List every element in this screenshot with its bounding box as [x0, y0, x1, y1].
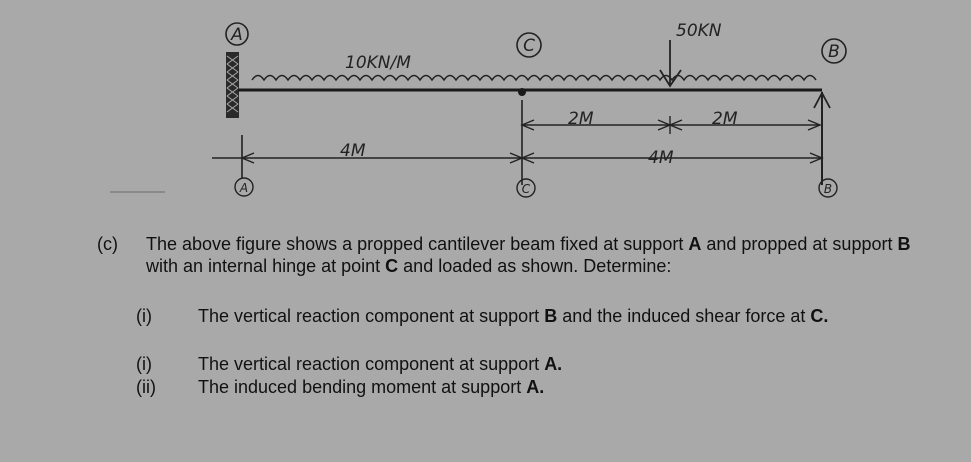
- dim-arrows-lower: [240, 152, 824, 164]
- text-run: The vertical reaction component at suppo…: [198, 306, 545, 326]
- label-c-lower-circle: [516, 178, 536, 198]
- item-label: (i): [136, 354, 152, 374]
- item-text: The induced bending moment at support A.: [198, 376, 918, 398]
- udl-label: 10KN/M: [345, 53, 411, 73]
- question-part-label: (c): [97, 234, 118, 254]
- label-a-lower: A: [239, 181, 248, 195]
- bold-term: B: [544, 306, 558, 326]
- text-run: and propped at support: [701, 234, 898, 254]
- label-b-lower-circle: [818, 178, 838, 198]
- span-cp-label: 2M: [568, 109, 594, 129]
- bold-term: A: [688, 234, 702, 254]
- point-load-arrowhead: [659, 69, 682, 88]
- udl-load: [251, 74, 817, 82]
- item-text: The vertical reaction component at suppo…: [198, 353, 918, 375]
- span-cb-label: 4M: [648, 148, 674, 168]
- label-c-circle: [516, 32, 542, 58]
- beam-figure: A 10KN/M C 50KN B 2M 2M 4M 4M A C B: [110, 21, 847, 198]
- item-label: (i): [136, 306, 152, 326]
- hinge-c: [518, 88, 526, 96]
- bold-term: C: [385, 256, 399, 276]
- text-run: with an internal hinge at point: [146, 256, 386, 276]
- label-a: A: [230, 25, 243, 45]
- item-text: The vertical reaction component at suppo…: [198, 305, 918, 327]
- span-pb-label: 2M: [712, 109, 738, 129]
- question-intro: The above figure shows a propped cantile…: [146, 233, 936, 277]
- span-ac-label: 4M: [340, 141, 366, 161]
- bold-term: A.: [544, 354, 563, 374]
- text-run: The vertical reaction component at suppo…: [198, 354, 545, 374]
- bold-term: A.: [526, 377, 545, 397]
- label-c: C: [523, 36, 535, 56]
- text-run: The induced bending moment at support: [198, 377, 527, 397]
- fixed-support-a: [226, 52, 239, 118]
- bold-term: C.: [810, 306, 829, 326]
- label-b-circle: [821, 38, 847, 64]
- label-b: B: [828, 42, 840, 62]
- prop-b-arrowhead: [813, 91, 831, 109]
- label-a-circle: [225, 22, 249, 46]
- text-run: The above figure shows a propped cantile…: [146, 234, 689, 254]
- text-run: and the induced shear force at: [557, 306, 811, 326]
- label-c-lower: C: [522, 182, 531, 196]
- bold-term: B: [897, 234, 911, 254]
- item-label: (ii): [136, 377, 156, 397]
- text-run: and loaded as shown. Determine:: [398, 256, 672, 276]
- label-a-lower-circle: [234, 177, 254, 197]
- point-load-label: 50KN: [676, 21, 722, 41]
- label-b-lower: B: [824, 182, 832, 196]
